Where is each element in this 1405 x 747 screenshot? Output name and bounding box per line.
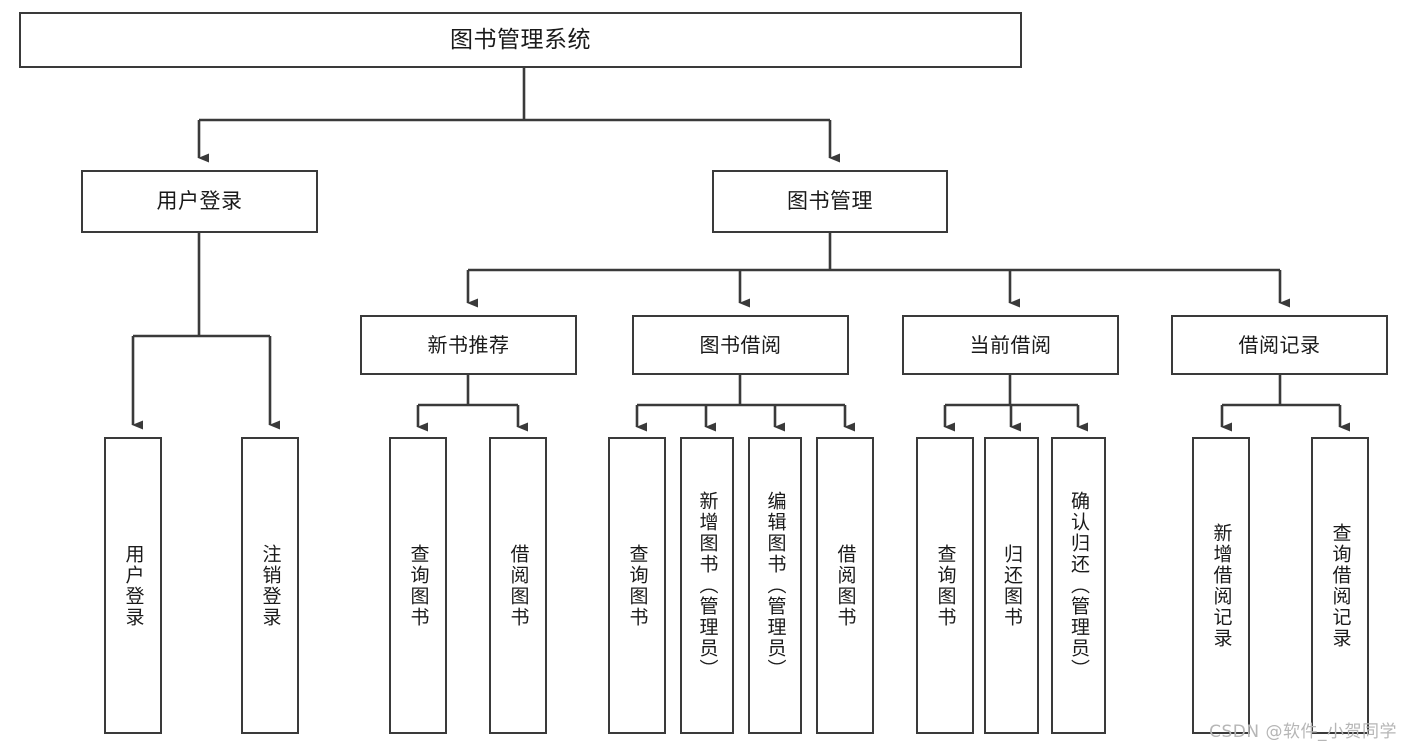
leaf-label: 查询图书 <box>626 543 649 628</box>
leaf-user-login-login[interactable]: 用户登录 <box>104 437 162 734</box>
node-root-book-management-system[interactable]: 图书管理系统 <box>19 12 1022 68</box>
node-user-login[interactable]: 用户登录 <box>81 170 318 233</box>
leaf-label: 查询借阅记录 <box>1329 522 1352 649</box>
leaf-current-borrow-confirm-return-admin[interactable]: 确认归还（管理员） <box>1051 437 1106 734</box>
leaf-label: 新增图书（管理员） <box>696 491 719 680</box>
leaf-label: 新增借阅记录 <box>1210 522 1233 649</box>
leaf-book-borrow-query-book[interactable]: 查询图书 <box>608 437 666 734</box>
node-user-login-label: 用户登录 <box>156 189 243 214</box>
node-current-borrow[interactable]: 当前借阅 <box>902 315 1119 375</box>
node-root-label: 图书管理系统 <box>450 26 591 53</box>
leaf-book-borrow-add-book-admin[interactable]: 新增图书（管理员） <box>680 437 734 734</box>
leaf-label: 查询图书 <box>934 543 957 628</box>
leaf-label: 确认归还（管理员） <box>1068 491 1090 680</box>
node-book-borrow[interactable]: 图书借阅 <box>632 315 849 375</box>
leaf-borrow-record-add-record[interactable]: 新增借阅记录 <box>1192 437 1250 734</box>
leaf-label: 借阅图书 <box>507 543 530 628</box>
leaf-current-borrow-query-book[interactable]: 查询图书 <box>916 437 974 734</box>
leaf-label: 用户登录 <box>122 543 145 628</box>
leaf-current-borrow-return-book[interactable]: 归还图书 <box>984 437 1039 734</box>
leaf-label: 编辑图书（管理员） <box>764 491 787 680</box>
leaf-label: 归还图书 <box>1001 543 1023 628</box>
node-new-book-recommend[interactable]: 新书推荐 <box>360 315 577 375</box>
node-current-borrow-label: 当前借阅 <box>969 332 1052 357</box>
node-book-management-label: 图书管理 <box>787 189 873 214</box>
node-book-borrow-label: 图书借阅 <box>699 332 782 357</box>
node-new-book-recommend-label: 新书推荐 <box>427 332 510 357</box>
leaf-label: 注销登录 <box>259 543 282 628</box>
node-borrow-record-label: 借阅记录 <box>1238 332 1321 357</box>
leaf-label: 查询图书 <box>407 543 430 628</box>
csdn-watermark: CSDN @软件_小贺同学 <box>1209 722 1397 742</box>
node-book-management[interactable]: 图书管理 <box>712 170 948 233</box>
node-borrow-record[interactable]: 借阅记录 <box>1171 315 1388 375</box>
leaf-new-book-borrow-book[interactable]: 借阅图书 <box>489 437 547 734</box>
leaf-borrow-record-query-record[interactable]: 查询借阅记录 <box>1311 437 1369 734</box>
leaf-book-borrow-edit-book-admin[interactable]: 编辑图书（管理员） <box>748 437 802 734</box>
leaf-book-borrow-borrow-book[interactable]: 借阅图书 <box>816 437 874 734</box>
leaf-label: 借阅图书 <box>834 543 857 628</box>
leaf-user-login-logout[interactable]: 注销登录 <box>241 437 299 734</box>
leaf-new-book-query-book[interactable]: 查询图书 <box>389 437 447 734</box>
